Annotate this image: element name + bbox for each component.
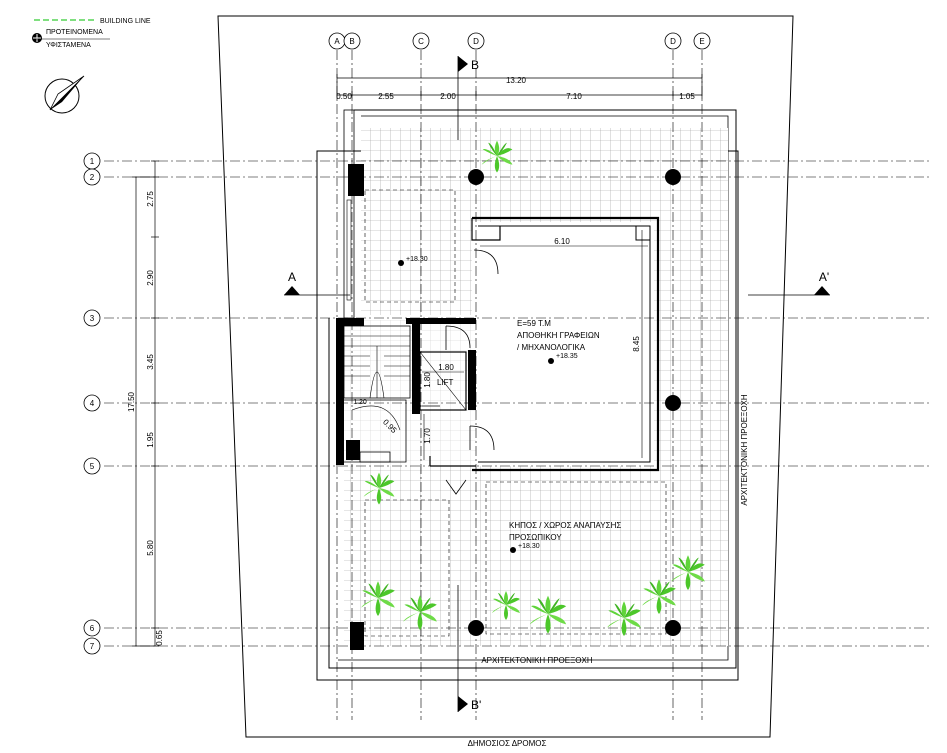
projection-right-label: ΑΡΧΙΤΕΚΤΟΝΙΚΗ ΠΡΟΕΞΟΧΗ [740, 394, 749, 506]
room-area-label: E=59 T.M [517, 319, 551, 328]
svg-text:B': B' [471, 698, 481, 712]
svg-text:A: A [334, 37, 340, 46]
storage-label-2: / ΜΗΧΑΝΟΛΟΓΙΚΑ [517, 343, 586, 352]
dim-left-3: 1.95 [146, 432, 155, 448]
plot-boundary [217, 15, 794, 738]
dim-left-1: 2.90 [146, 270, 155, 286]
dim-top-total: 13.20 [506, 76, 527, 85]
svg-text:C: C [418, 37, 424, 46]
svg-text:A': A' [819, 270, 829, 284]
street-label: ΔΗΜΟΣΙΟΣ ΔΡΟΜΟΣ [468, 739, 547, 748]
garden-tiles [344, 466, 728, 646]
top-dimensions [336, 74, 703, 99]
legend-proposed: ΠΡΟΤΕΙΝΟΜΕΝΑ [46, 29, 103, 36]
garden-label-1: ΚΗΠΟΣ / ΧΩΡΟΣ ΑΝΑΠΑΥΣΗΣ [509, 521, 621, 530]
dim-top-0: 0.50 [336, 92, 352, 101]
columns [468, 169, 681, 636]
svg-text:2: 2 [90, 173, 95, 182]
dim-left-2: 3.45 [146, 354, 155, 370]
svg-text:6: 6 [90, 624, 95, 633]
storage-room [476, 222, 654, 466]
level-marker-icon [510, 547, 516, 553]
dim-lift-w: 1.80 [438, 363, 454, 372]
dim-small-c: 1.20 [353, 399, 367, 406]
lift-shaft [419, 351, 467, 411]
svg-text:1: 1 [90, 157, 95, 166]
dim-left-0: 2.75 [146, 191, 155, 207]
svg-text:3: 3 [90, 314, 95, 323]
legend-existing: ΥΦΙΣΤΑΜΕΝΑ [46, 42, 91, 49]
svg-text:5: 5 [90, 462, 95, 471]
dim-room-width: 6.10 [554, 237, 570, 246]
garden-label-2: ΠΡΟΣΩΠΙΚΟΥ [509, 533, 562, 542]
lift-label: LIFT [437, 378, 454, 387]
legend: BUILDING LINE ΠΡΟΤΕΙΝΟΜΕΝΑ ΥΦΙΣΤΑΜΕΝΑ [32, 18, 151, 49]
dim-left-4: 5.80 [146, 540, 155, 556]
terrace-left-tiles [361, 128, 472, 315]
left-dimensions [132, 160, 159, 647]
terrace-level: +18.30 [406, 256, 428, 263]
svg-text:4: 4 [90, 399, 95, 408]
projection-bottom-label: ΑΡΧΙΤΕΚΤΟΝΙΚΗ ΠΡΟΕΞΟΧΗ [481, 656, 593, 665]
svg-text:D: D [473, 37, 479, 46]
level-marker-icon [398, 260, 404, 266]
section-markers: A A' B B' [284, 56, 830, 712]
garden-level: +18.30 [518, 543, 540, 550]
dim-left-5: 0.65 [155, 630, 164, 646]
dim-room-height: 8.45 [632, 336, 641, 352]
svg-text:B: B [349, 37, 354, 46]
storage-level: +18.35 [556, 353, 578, 360]
dim-lift-h: 1.80 [423, 372, 432, 388]
dim-top-4: 1.05 [679, 92, 695, 101]
dim-top-1: 2.55 [378, 92, 394, 101]
grid-bubbles-letters: A B C D D E [328, 32, 711, 50]
svg-text:7: 7 [90, 642, 95, 651]
svg-text:D: D [670, 37, 676, 46]
svg-text:B: B [471, 58, 479, 72]
svg-text:E: E [699, 37, 704, 46]
svg-text:A: A [288, 270, 296, 284]
grid-bubbles-numbers: 1 2 3 4 5 6 7 [83, 152, 101, 655]
level-marker-icon [548, 358, 554, 364]
grid-lines [104, 50, 930, 720]
dim-top-3: 7.10 [566, 92, 582, 101]
dim-top-2: 2.00 [440, 92, 456, 101]
storage-label-1: ΑΠΟΘΗΚΗ ΓΡΑΦΕΙΩΝ [517, 331, 600, 340]
dim-small-a: 1.70 [423, 428, 432, 444]
dim-left-total: 17.50 [127, 391, 136, 412]
terrace-right-tiles [654, 128, 728, 470]
legend-building-line: BUILDING LINE [100, 18, 151, 25]
north-arrow-icon [44, 75, 85, 114]
